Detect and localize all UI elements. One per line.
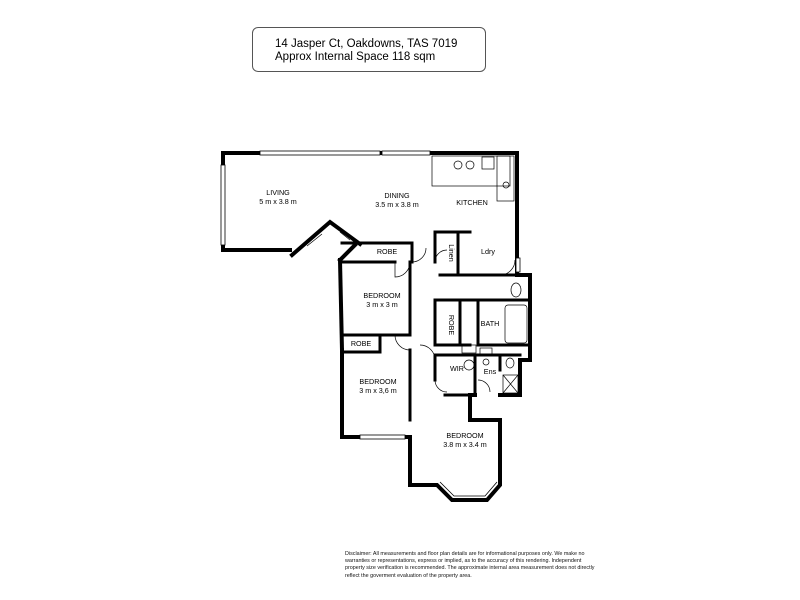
room-labels: LIVING 5 m x 3.8 m DINING 3.5 m x 3.8 m … — [259, 188, 499, 449]
ensuite-label: Ens — [484, 367, 497, 376]
ensuite-toilet-icon — [505, 357, 515, 369]
robe-mid-label: ROBE — [351, 339, 372, 348]
toilet-icon — [510, 282, 522, 298]
master-bedroom-size: 3.8 m x 3.4 m — [443, 440, 487, 449]
robe-top-label: ROBE — [377, 247, 398, 256]
windows — [220, 150, 521, 440]
bath-label: BATH — [481, 319, 500, 328]
shower-icon — [502, 374, 519, 394]
bedroom-2-size: 3 m x 3 m — [366, 300, 398, 309]
dining-label: DINING — [384, 191, 410, 200]
living-size: 5 m x 3.8 m — [259, 197, 297, 206]
sink-icon — [453, 160, 463, 170]
disclaimer-text: Disclaimer: All measurements and floor p… — [345, 551, 595, 579]
internal-area-text: Approx Internal Space 118 sqm — [275, 51, 436, 63]
kitchen-label: KITCHEN — [456, 198, 488, 207]
address-text: 14 Jasper Ct, Oakdowns, TAS 7019 — [275, 38, 458, 50]
master-bedroom-label: BEDROOM — [446, 431, 483, 440]
linen-label: Linen — [447, 244, 456, 262]
bedroom-3-size: 3 m x 3,6 m — [359, 386, 397, 395]
bay-window — [436, 481, 501, 501]
bathtub-icon — [504, 304, 528, 344]
wir-label: WIR — [450, 364, 464, 373]
bedroom-3-label: BEDROOM — [359, 377, 396, 386]
address-box: 14 Jasper Ct, Oakdowns, TAS 7019 Approx … — [252, 27, 486, 72]
robe-side-label: ROBE — [447, 315, 456, 336]
bedroom-2-label: BEDROOM — [363, 291, 400, 300]
kitchen-fixtures — [431, 155, 515, 202]
doors — [306, 231, 516, 393]
living-label: LIVING — [266, 188, 290, 197]
dining-size: 3.5 m x 3.8 m — [375, 200, 419, 209]
stove-icon — [481, 156, 495, 170]
vanity-icon — [479, 347, 493, 356]
laundry-label: Ldry — [481, 247, 495, 256]
bathroom-fixtures — [437, 282, 528, 394]
